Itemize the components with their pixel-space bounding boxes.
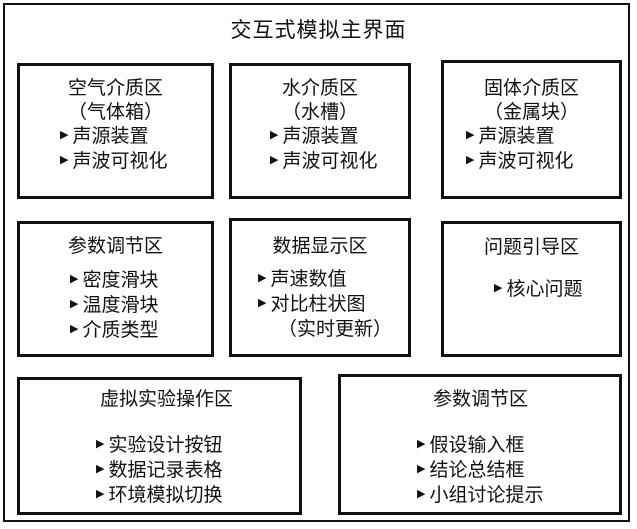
experiment-item-record: ▶数据记录表格 (96, 458, 299, 483)
triangle-right-icon: ▶ (417, 462, 426, 475)
water-medium-box: 水介质区 （水槽） ▶声源装置 ▶声波可视化 (229, 63, 411, 199)
triangle-right-icon: ▶ (466, 128, 475, 141)
triangle-right-icon: ▶ (417, 437, 426, 450)
display-note: （实时更新） (278, 318, 393, 340)
guide-item-core-question: ▶核心问题 (494, 277, 619, 302)
display-box-title: 数据显示区 (272, 235, 368, 257)
display-item-bar-chart: ▶对比柱状图 (258, 292, 408, 317)
triangle-right-icon: ▶ (96, 487, 105, 500)
solid-box-sub: （金属块） (483, 101, 579, 123)
param1-item-density: ▶密度滑块 (70, 268, 211, 293)
triangle-right-icon: ▶ (60, 128, 69, 141)
experiment-item-environment: ▶环境模拟切换 (96, 483, 299, 508)
water-box-sub: （水槽） (281, 101, 358, 123)
solid-item-source: ▶声源装置 (466, 124, 619, 149)
parameter-adjust-box: 参数调节区 ▶密度滑块 ▶温度滑块 ▶介质类型 (17, 221, 214, 357)
solid-item-visual: ▶声波可视化 (466, 149, 619, 174)
triangle-right-icon: ▶ (258, 296, 267, 309)
water-item-source: ▶声源装置 (270, 124, 408, 149)
display-item-speed: ▶声速数值 (258, 267, 408, 292)
triangle-right-icon: ▶ (417, 487, 426, 500)
solid-box-title: 固体介质区 (483, 77, 579, 99)
air-item-visual: ▶声波可视化 (60, 149, 211, 174)
question-guide-box: 问题引导区 ▶核心问题 (441, 221, 622, 357)
guide-box-title: 问题引导区 (483, 236, 579, 258)
param2-box-title: 参数调节区 (433, 388, 529, 410)
param2-item-hypothesis: ▶假设输入框 (417, 433, 619, 458)
triangle-right-icon: ▶ (270, 128, 279, 141)
param2-item-conclusion: ▶结论总结框 (417, 458, 619, 483)
triangle-right-icon: ▶ (270, 153, 279, 166)
air-box-title: 空气介质区 (67, 77, 163, 99)
triangle-right-icon: ▶ (60, 153, 69, 166)
virtual-experiment-box: 虚拟实验操作区 ▶实验设计按钮 ▶数据记录表格 ▶环境模拟切换 (17, 377, 302, 515)
experiment-box-title: 虚拟实验操作区 (100, 388, 234, 410)
data-display-box: 数据显示区 ▶声速数值 ▶对比柱状图 （实时更新） (229, 218, 411, 357)
param1-item-medium-type: ▶介质类型 (70, 318, 211, 343)
triangle-right-icon: ▶ (466, 153, 475, 166)
experiment-item-design: ▶实验设计按钮 (96, 433, 299, 458)
param1-item-temperature: ▶温度滑块 (70, 293, 211, 318)
triangle-right-icon: ▶ (258, 271, 267, 284)
solid-medium-box: 固体介质区 （金属块） ▶声源装置 ▶声波可视化 (441, 60, 622, 199)
air-box-sub: （气体箱） (67, 101, 163, 123)
triangle-right-icon: ▶ (96, 437, 105, 450)
triangle-right-icon: ▶ (494, 281, 503, 294)
air-item-source: ▶声源装置 (60, 124, 211, 149)
water-box-title: 水介质区 (281, 77, 358, 99)
triangle-right-icon: ▶ (96, 462, 105, 475)
air-medium-box: 空气介质区 （气体箱） ▶声源装置 ▶声波可视化 (17, 63, 214, 199)
triangle-right-icon: ▶ (70, 272, 79, 285)
triangle-right-icon: ▶ (70, 297, 79, 310)
triangle-right-icon: ▶ (70, 322, 79, 335)
parameter-adjust-box-2: 参数调节区 ▶假设输入框 ▶结论总结框 ▶小组讨论提示 (338, 374, 622, 515)
interface-frame (3, 3, 630, 522)
param1-box-title: 参数调节区 (67, 235, 163, 257)
water-item-visual: ▶声波可视化 (270, 149, 408, 174)
param2-item-group-discussion: ▶小组讨论提示 (417, 483, 619, 508)
main-title: 交互式模拟主界面 (230, 18, 407, 42)
